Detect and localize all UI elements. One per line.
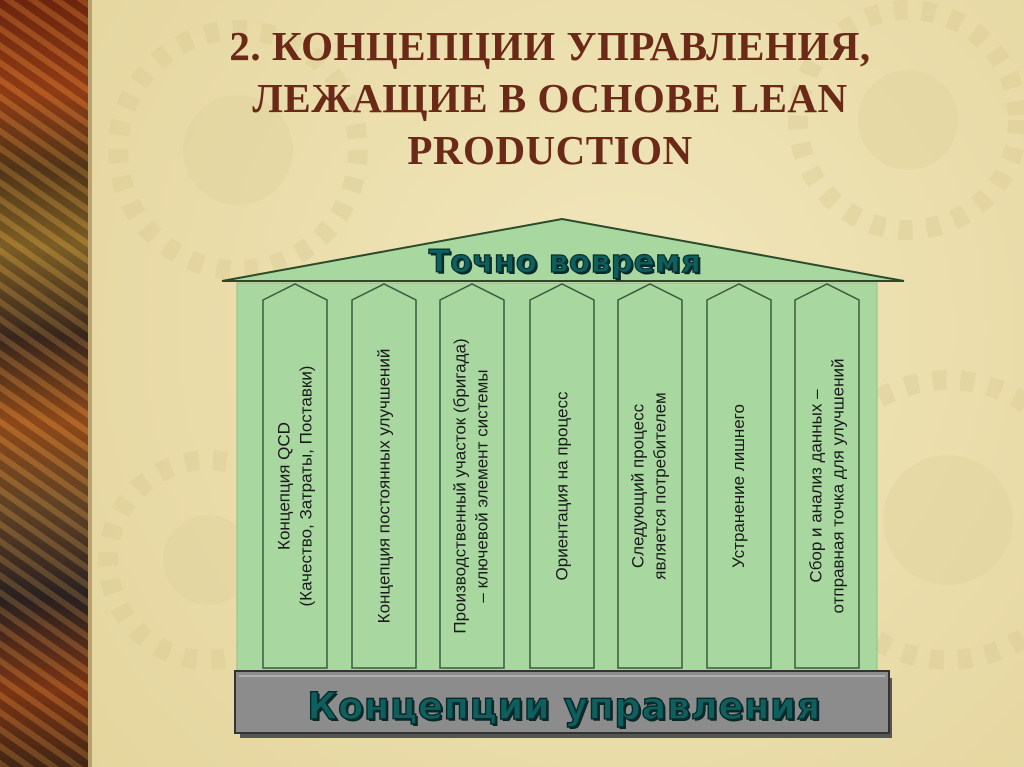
pillar-7-label-box: Сбор и анализ данных – отправная точка д… [795,292,859,680]
title-line-1: 2. КОНЦЕПЦИИ УПРАВЛЕНИЯ, [229,23,871,69]
pillar-2-text: Концепция постоянных улучшений [374,348,393,624]
pillar-7-text: Сбор и анализ данных – отправная точка д… [806,358,848,614]
roof-label-just-in-time: Точно вовремя [428,243,702,280]
pillar-7-text-wrap: Сбор и анализ данных – отправная точка д… [795,292,859,680]
pillar-6-text-wrap: Устранение лишнего [707,292,771,680]
pillar-5-label-box: Следующий процесс является потребителем [618,292,682,680]
temple-base-bevel [239,675,885,677]
pillar-2-text-wrap: Концепция постоянных улучшений [352,292,416,680]
pillar-2-label-box: Концепция постоянных улучшений [352,292,416,680]
pillar-3 [439,283,505,669]
base-label-management-concepts: Концепции управления [307,684,821,728]
pillar-6 [706,283,772,669]
side-stripe-edge [88,0,92,767]
pillar-6-label-box: Устранение лишнего [707,292,771,680]
gear-background-pattern [98,0,1024,670]
pillar-5-text: Следующий процесс является потребителем [629,392,670,580]
pillar-7 [794,283,860,669]
pillar-2 [351,283,417,669]
temple-roof [221,217,905,282]
pillar-4-text: Ориентация на процесс [552,391,572,581]
pillar-5 [617,283,683,669]
pillar-6-text: Устранение лишнего [729,404,749,568]
pillar-4-text-wrap: Ориентация на процесс [530,292,594,680]
pillar-1-text: Концепция QCD (Качество, Затраты, Постав… [274,365,315,607]
pillar-1-text-wrap: Концепция QCD (Качество, Затраты, Постав… [263,292,327,680]
pillar-4 [529,283,595,669]
pillar-3-text: Производственный участок (бригада) – клю… [451,338,492,634]
pillars-group [262,283,860,669]
pillar-1-label-box: Концепция QCD (Качество, Затраты, Постав… [263,292,327,680]
temple-base [234,670,890,734]
slide-title: 2. КОНЦЕПЦИИ УПРАВЛЕНИЯ, ЛЕЖАЩИЕ В ОСНОВ… [140,20,960,176]
pillar-1 [262,283,328,669]
pillar-5-text-wrap: Следующий процесс является потребителем [618,292,682,680]
decorative-side-stripe [0,0,88,767]
pillar-4-label-box: Ориентация на процесс [530,292,594,680]
title-line-3: PRODUCTION [407,127,693,173]
pillar-3-text-wrap: Производственный участок (бригада) – клю… [440,292,504,680]
title-line-2: ЛЕЖАЩИЕ В ОСНОВЕ LEAN [252,75,848,121]
pillar-3-label-box: Производственный участок (бригада) – клю… [440,292,504,680]
